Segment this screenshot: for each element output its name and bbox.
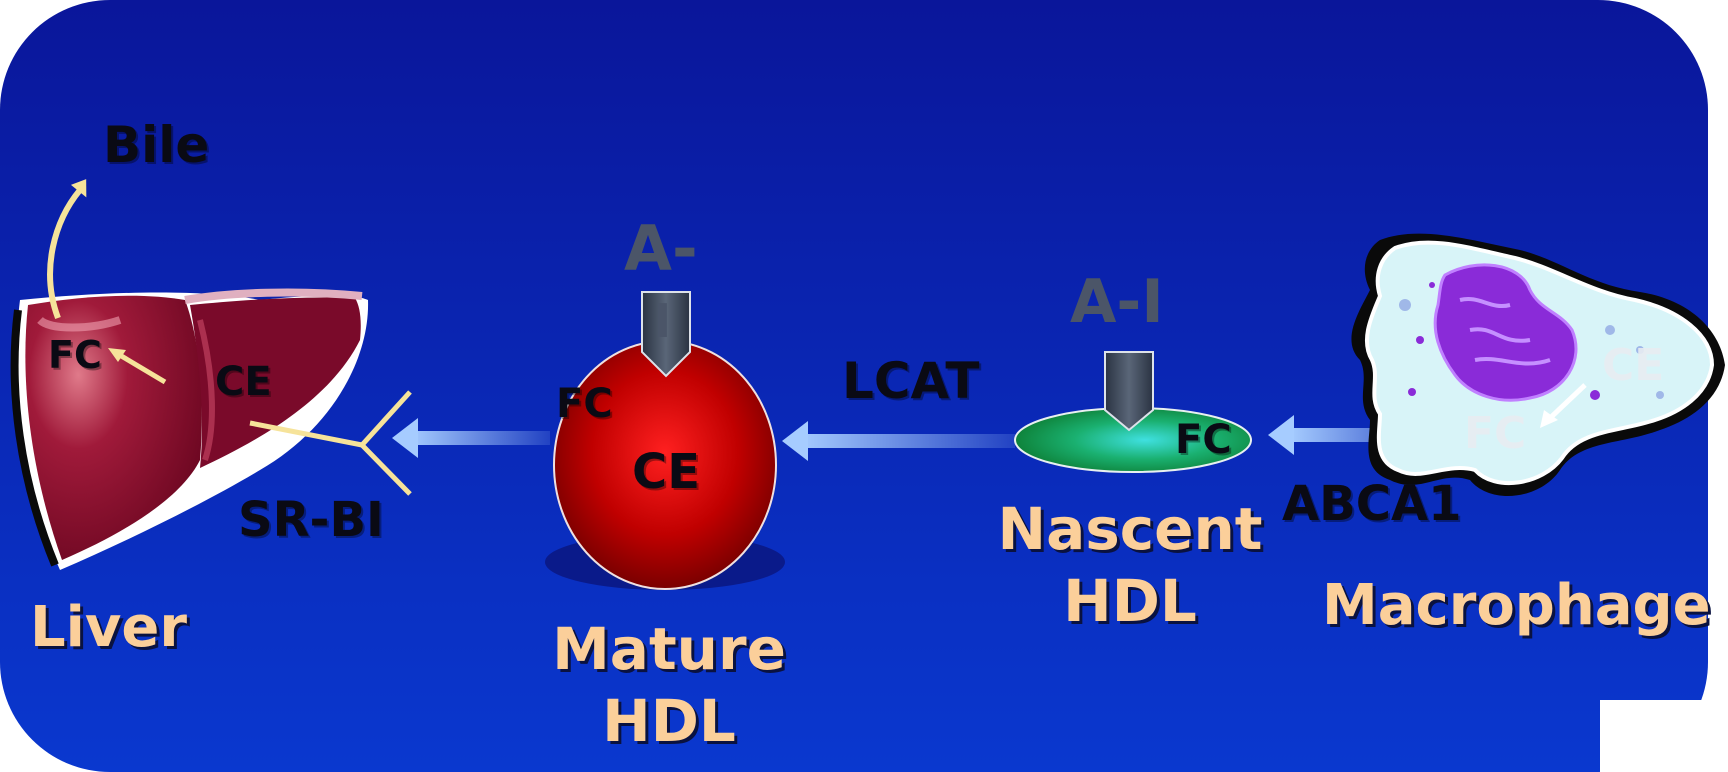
macrophage-cell bbox=[1351, 233, 1725, 497]
macrophage-label: Macrophage bbox=[1322, 573, 1711, 638]
liver-fc-label: FC bbox=[48, 333, 102, 377]
nascent-fc-label: FC bbox=[1175, 417, 1232, 463]
bile-arrow bbox=[47, 188, 83, 320]
lcat-label: LCAT bbox=[842, 352, 980, 410]
nascent-apo-a-i-label: A-I bbox=[1070, 267, 1164, 337]
bile-label: Bile bbox=[103, 116, 210, 174]
liver-ce-label: CE bbox=[215, 359, 272, 405]
liver-illustration bbox=[10, 288, 369, 570]
mature-apo-a-i-label-top: A- bbox=[624, 212, 698, 285]
mature-ce-label: CE bbox=[632, 444, 701, 500]
macrophage-fc-label: FC bbox=[1464, 408, 1527, 459]
macrophage-ce-label: CE bbox=[1602, 340, 1665, 391]
nascent-hdl-particle bbox=[1014, 351, 1252, 473]
nascent-hdl-label-line2: HDL bbox=[1063, 567, 1197, 635]
apo-a-i-mature bbox=[641, 291, 691, 378]
mature-fc-label: FC bbox=[556, 381, 613, 427]
liver-label: Liver bbox=[30, 595, 187, 660]
arrow-to-liver bbox=[392, 418, 550, 458]
apo-a-i-nascent bbox=[1104, 351, 1154, 432]
mature-hdl-label-line2: HDL bbox=[602, 687, 736, 755]
mature-apo-a-i-label-bottom: I bbox=[654, 294, 672, 348]
nascent-hdl-label-line1: Nascent bbox=[997, 495, 1263, 563]
abca1-label: ABCA1 bbox=[1282, 476, 1462, 532]
mature-hdl-label-line1: Mature bbox=[552, 615, 786, 683]
sr-bi-receptor bbox=[249, 390, 412, 496]
lcat-arrow bbox=[782, 421, 1015, 461]
sr-bi-label: SR-BI bbox=[238, 492, 384, 548]
mature-hdl-particle bbox=[545, 291, 785, 590]
